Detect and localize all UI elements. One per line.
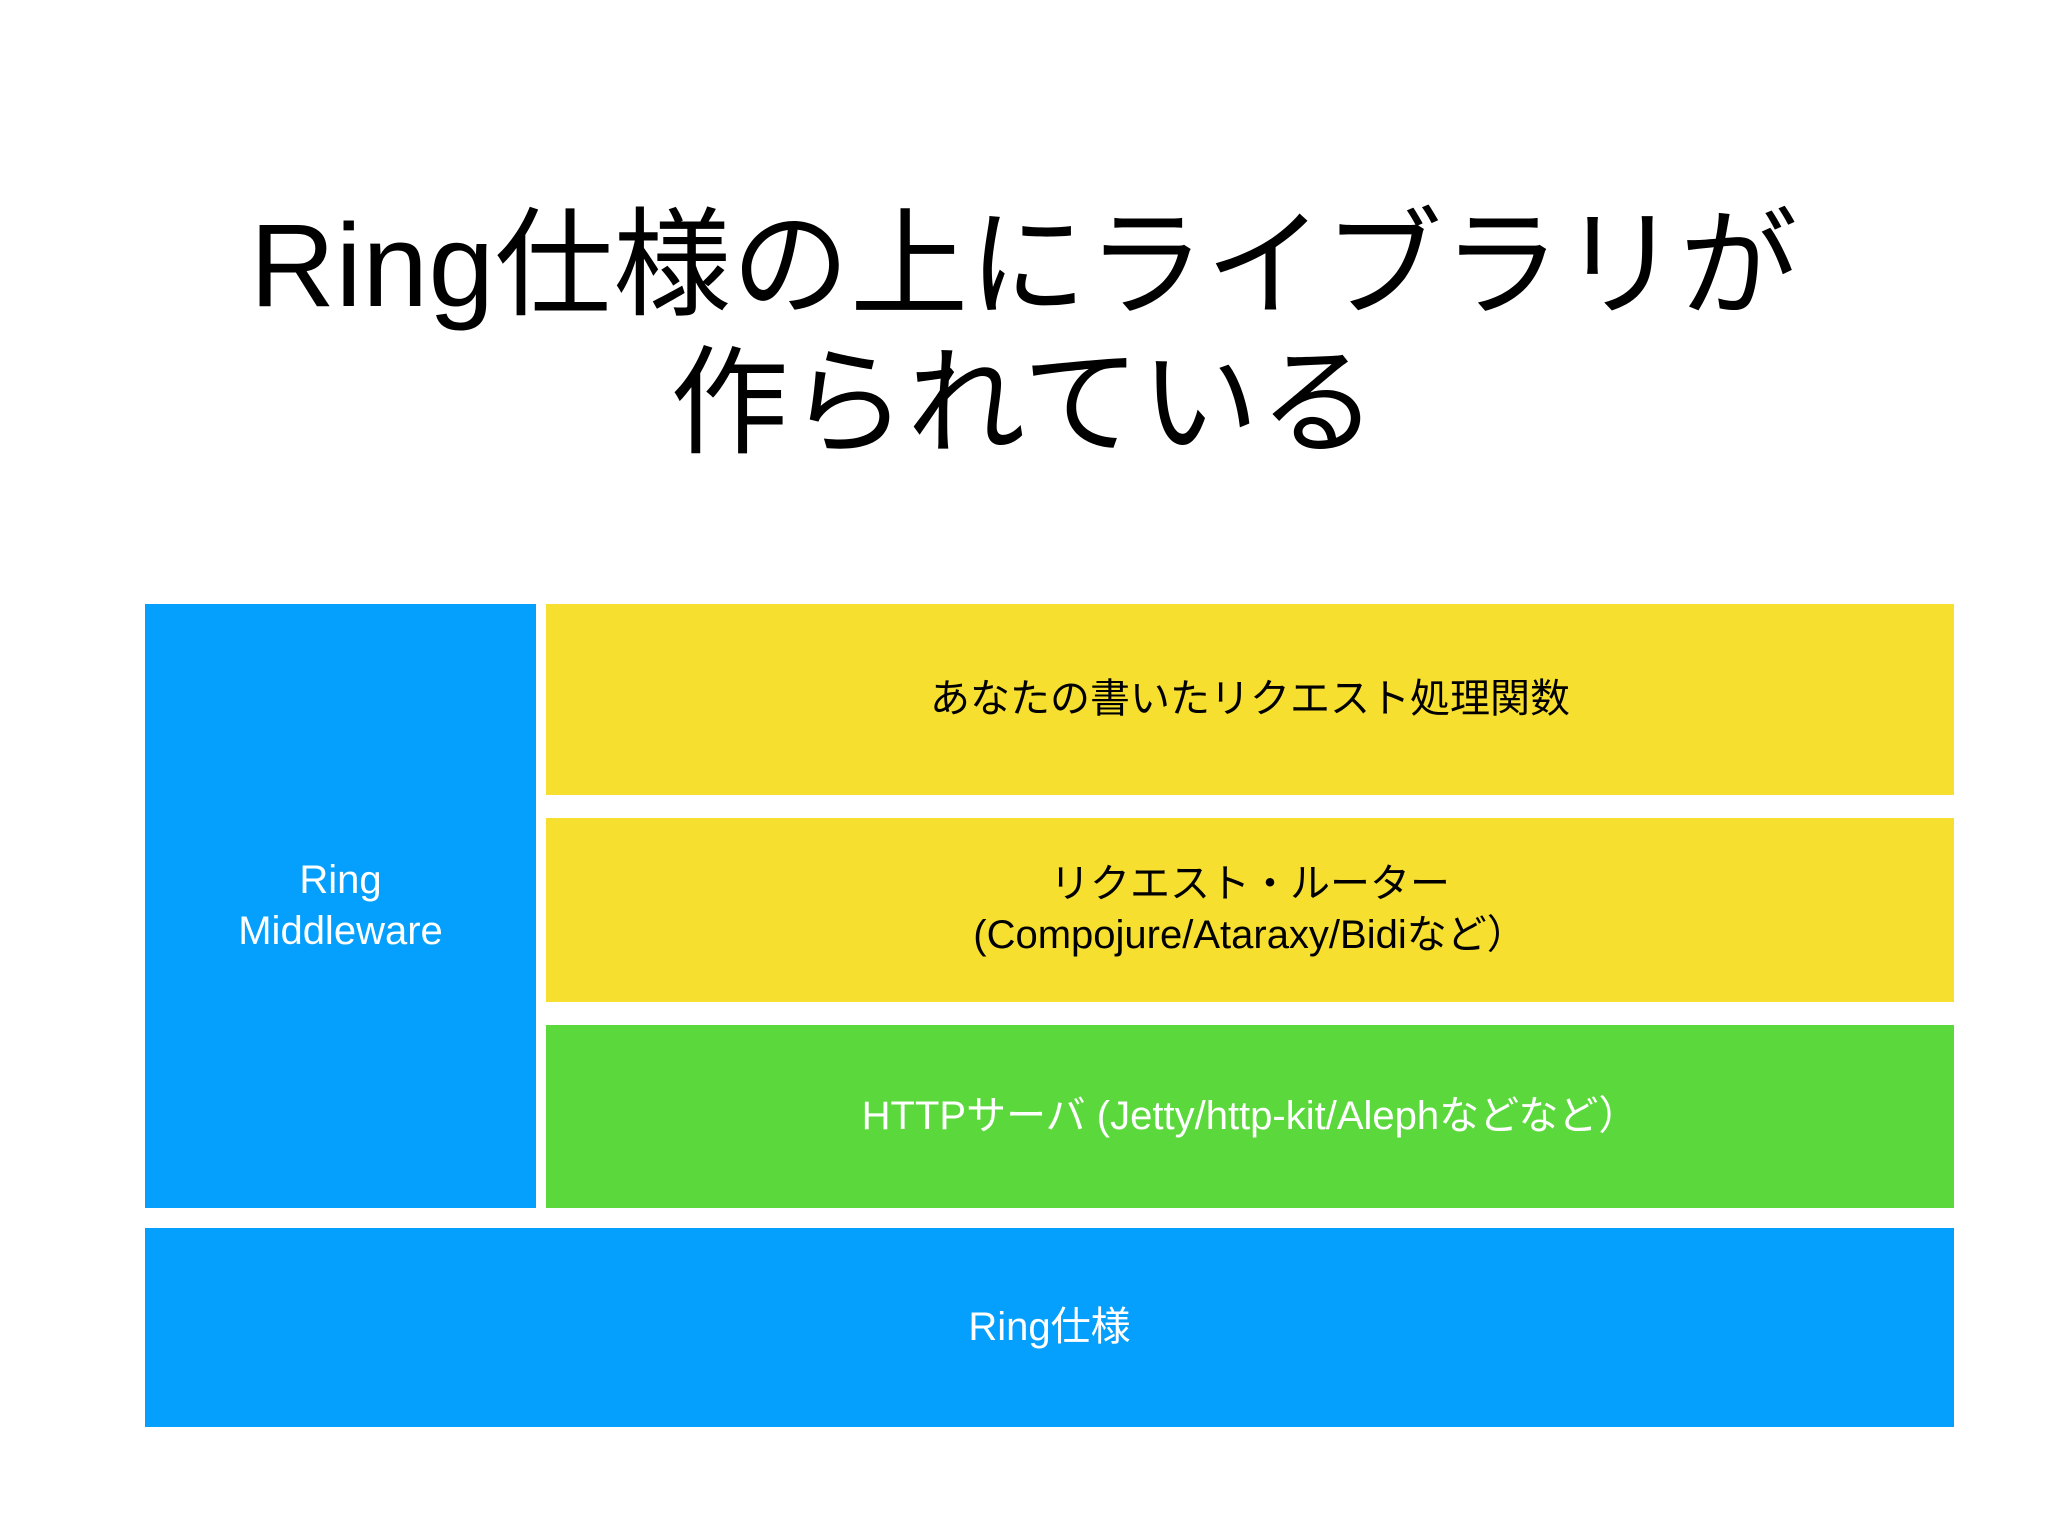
architecture-diagram: Ring Middleware あなたの書いたリクエスト処理関数 リクエスト・ル… xyxy=(145,604,1954,1427)
layer-box-handler: あなたの書いたリクエスト処理関数 xyxy=(546,604,1954,795)
page-title: Ring仕様の上にライブラリが 作られている xyxy=(249,200,1799,471)
layer-box-http-server: HTTPサーバ (Jetty/http-kit/Alephなどなど） xyxy=(546,1025,1954,1208)
layer-box-ring-spec: Ring仕様 xyxy=(145,1228,1954,1427)
layer-label-http-server: HTTPサーバ (Jetty/http-kit/Alephなどなど） xyxy=(861,1093,1639,1138)
layer-label-ring-spec: Ring仕様 xyxy=(968,1304,1131,1349)
layer-label-handler: あなたの書いたリクエスト処理関数 xyxy=(930,676,1570,721)
layer-box-router: リクエスト・ルーター (Compojure/Ataraxy/Bidiなど） xyxy=(546,818,1954,1002)
layer-label-ring-middleware: Ring Middleware xyxy=(238,857,443,953)
layer-label-router: リクエスト・ルーター (Compojure/Ataraxy/Bidiなど） xyxy=(973,861,1527,957)
layer-box-ring-middleware: Ring Middleware xyxy=(145,604,536,1208)
